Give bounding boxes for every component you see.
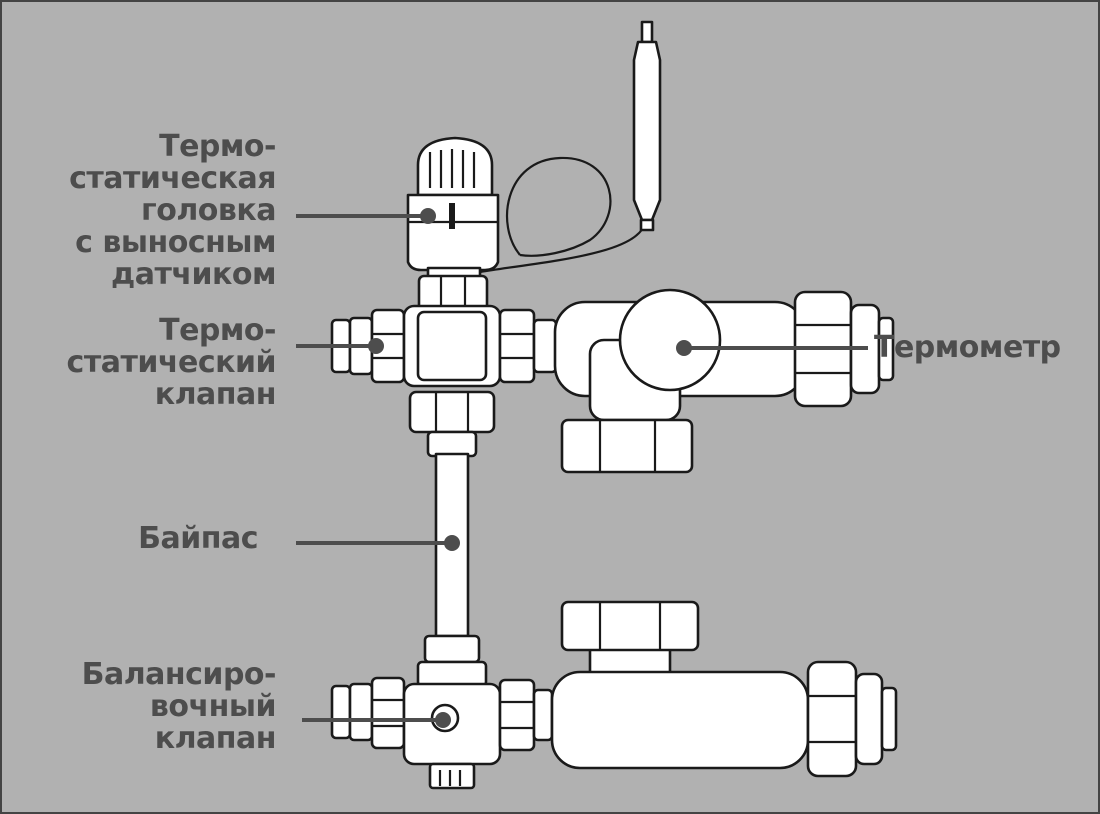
upper-tee-drawing [553, 288, 895, 474]
label-line: статический [66, 345, 277, 380]
label-line: с выносным [75, 225, 276, 260]
label-thermostatic-head: Термо- статическая головка с выносным да… [69, 131, 276, 291]
label-line: статическая [69, 161, 276, 196]
label-line: Балансиро- [81, 657, 277, 692]
label-balancing-valve: Балансиро- вочный клапан [81, 657, 277, 756]
thermostatic-head-drawing [406, 136, 500, 280]
label-line: Термометр [874, 330, 1061, 365]
marker-balancing-valve [435, 712, 451, 728]
marker-thermo-head [420, 208, 436, 224]
label-line: вочный [149, 689, 277, 724]
label-line: головка [141, 193, 276, 228]
label-line: клапан [154, 377, 277, 412]
marker-thermo-valve [368, 338, 384, 354]
label-line: Термо- [159, 313, 276, 348]
label-thermostatic-valve: Термо- статический клапан [66, 313, 277, 412]
label-line: датчиком [111, 257, 276, 292]
marker-thermometer [676, 340, 692, 356]
label-line: Байпас [138, 521, 258, 556]
label-line: клапан [154, 721, 277, 756]
label-line: Термо- [159, 129, 276, 164]
label-bypass: Байпас [138, 523, 258, 555]
balancing-valve-drawing [330, 600, 898, 790]
leader-lines [296, 208, 868, 728]
remote-sensor [479, 20, 662, 274]
thermostatic-valve-drawing [330, 274, 558, 458]
label-thermometer: Термометр [874, 332, 1061, 364]
marker-bypass [444, 535, 460, 551]
